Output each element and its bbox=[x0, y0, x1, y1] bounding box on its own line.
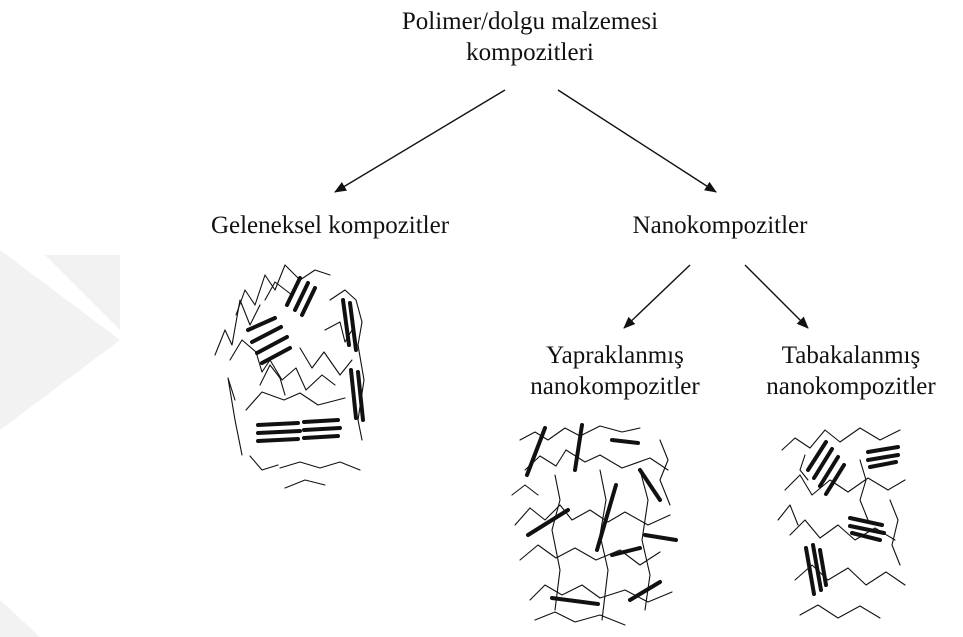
nanocomposites-label: Nanokompozitler bbox=[580, 210, 860, 241]
arrow-root-to-conventional bbox=[335, 90, 505, 192]
root-label-line1: Polimer/dolgu malzemesi bbox=[365, 6, 695, 37]
conventional-composite-sketch bbox=[215, 265, 364, 488]
exfoliated-label-line2: nanokompozitler bbox=[495, 371, 735, 402]
exfoliated-nanocomposite-sketch bbox=[512, 425, 676, 625]
root-label: Polimer/dolgu malzemesi kompozitleri bbox=[365, 6, 695, 68]
arrow-nano-to-intercalated bbox=[745, 265, 808, 328]
conventional-composites-label: Geleneksel kompozitler bbox=[170, 210, 490, 241]
root-label-line2: kompozitleri bbox=[365, 37, 695, 68]
intercalated-label-line1: Tabakalanmış bbox=[740, 340, 962, 371]
exfoliated-nanocomposites-label: Yapraklanmış nanokompozitler bbox=[495, 340, 735, 402]
intercalated-nanocomposite-sketch bbox=[778, 428, 905, 618]
intercalated-nanocomposites-label: Tabakalanmış nanokompozitler bbox=[740, 340, 962, 402]
intercalated-label-line2: nanokompozitler bbox=[740, 371, 962, 402]
exfoliated-label-line1: Yapraklanmış bbox=[495, 340, 735, 371]
arrow-nano-to-exfoliated bbox=[624, 265, 690, 328]
arrow-root-to-nano bbox=[558, 90, 716, 192]
